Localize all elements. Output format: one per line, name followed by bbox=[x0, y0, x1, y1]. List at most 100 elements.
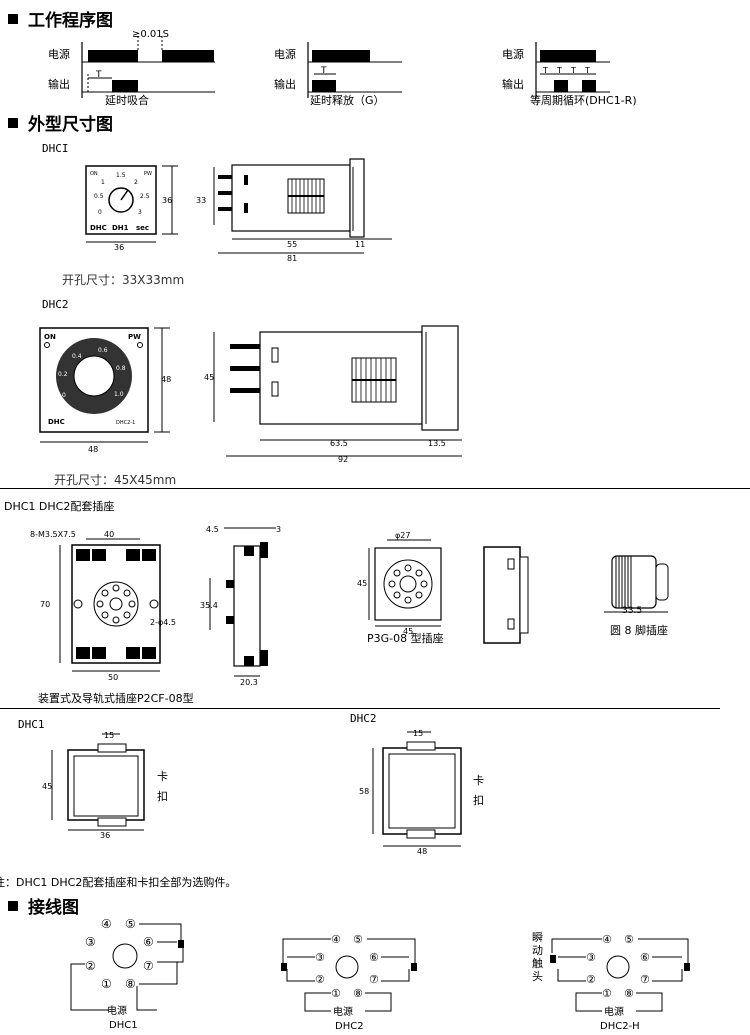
svg-text:输出: 输出 bbox=[274, 77, 296, 91]
output-pulse bbox=[312, 80, 336, 92]
svg-text:DHC: DHC bbox=[48, 418, 65, 426]
clip-dhc2-view: 15 58 48 bbox=[359, 729, 462, 854]
svg-text:⑦: ⑦ bbox=[640, 973, 650, 986]
svg-text:1.5: 1.5 bbox=[116, 172, 126, 179]
dial-knob bbox=[73, 355, 115, 397]
output-pulse bbox=[112, 80, 138, 92]
svg-text:①: ① bbox=[331, 987, 341, 1000]
dhc1-cutout-size: 开孔尺寸：33X33mm bbox=[62, 273, 185, 287]
p2cf-socket-top-view: 8-M3.5X7.5 40 70 2-φ4.5 50 bbox=[30, 530, 176, 682]
svg-text:sec: sec bbox=[136, 224, 149, 232]
svg-text:45: 45 bbox=[204, 373, 214, 382]
svg-text:T: T bbox=[542, 66, 548, 75]
dhc1-front-view: ON PW 0 0.5 1 1.5 2 2.5 3 DHC DH1 sec 36… bbox=[85, 165, 178, 252]
output-pulse bbox=[582, 80, 596, 92]
svg-text:3: 3 bbox=[138, 209, 142, 216]
svg-text:63.5: 63.5 bbox=[330, 439, 348, 448]
svg-text:35.4: 35.4 bbox=[200, 601, 218, 610]
svg-text:动: 动 bbox=[532, 944, 543, 957]
svg-text:3: 3 bbox=[276, 525, 281, 534]
svg-text:④: ④ bbox=[602, 933, 612, 946]
power-pulse bbox=[312, 50, 370, 62]
clip-label-kou: 扣 bbox=[473, 794, 484, 807]
timing-diagram-cycle: 电源 输出 T T T T 等周期循环(DHC1-R) bbox=[502, 42, 637, 107]
min-interval-label: ≥0.01S bbox=[132, 29, 169, 40]
square-bullet-icon bbox=[8, 118, 18, 128]
svg-text:ON: ON bbox=[44, 333, 56, 341]
svg-text:②: ② bbox=[85, 959, 96, 973]
section-header-dimensions: 外型尺寸图 bbox=[8, 110, 113, 135]
svg-text:0.2: 0.2 bbox=[58, 371, 68, 378]
svg-text:⑤: ⑤ bbox=[125, 917, 136, 931]
svg-text:电源: 电源 bbox=[502, 47, 524, 61]
clip-label-ka: 卡 bbox=[157, 770, 168, 783]
svg-text:0.6: 0.6 bbox=[98, 347, 108, 354]
section-header-program: 工作程序图 bbox=[8, 6, 113, 31]
svg-text:15: 15 bbox=[413, 729, 423, 738]
svg-text:48: 48 bbox=[417, 847, 427, 854]
svg-text:DHC1: DHC1 bbox=[109, 1020, 138, 1031]
round-8pin-socket-view bbox=[604, 555, 669, 613]
dhc2-side-view: 45 63.5 13.5 92 bbox=[204, 325, 462, 464]
svg-text:触: 触 bbox=[532, 956, 543, 970]
svg-text:⑤: ⑤ bbox=[624, 933, 634, 946]
optional-parts-note: 注：DHC1 DHC2配套插座和卡扣全部为选购件。 bbox=[0, 876, 237, 889]
timing-caption: 延时释放（G） bbox=[310, 93, 385, 107]
p2cf-socket-side-view: 4.5 3 35.4 20.3 bbox=[200, 525, 281, 687]
svg-text:②: ② bbox=[586, 973, 596, 986]
svg-text:③: ③ bbox=[586, 951, 596, 964]
svg-text:⑧: ⑧ bbox=[624, 987, 634, 1000]
svg-text:DHC: DHC bbox=[90, 224, 107, 232]
clip-label-ka: 卡 bbox=[473, 774, 484, 787]
divider bbox=[0, 488, 750, 489]
svg-text:13.5: 13.5 bbox=[428, 439, 446, 448]
svg-text:45: 45 bbox=[403, 627, 413, 636]
svg-text:⑧: ⑧ bbox=[125, 977, 136, 991]
timing-caption: 等周期循环(DHC1-R) bbox=[530, 93, 637, 107]
svg-text:2.5: 2.5 bbox=[140, 193, 150, 200]
square-bullet-icon bbox=[8, 901, 18, 911]
svg-text:瞬: 瞬 bbox=[532, 931, 543, 944]
svg-text:⑧: ⑧ bbox=[353, 987, 363, 1000]
svg-text:②: ② bbox=[315, 973, 325, 986]
svg-text:58: 58 bbox=[359, 787, 369, 796]
power-pulse bbox=[88, 50, 138, 62]
socket-title: DHC1 DHC2配套插座 bbox=[4, 500, 115, 513]
divider bbox=[0, 708, 720, 709]
svg-text:2-φ4.5: 2-φ4.5 bbox=[150, 618, 176, 627]
svg-text:40: 40 bbox=[104, 530, 114, 539]
svg-text:⑥: ⑥ bbox=[369, 951, 379, 964]
svg-text:81: 81 bbox=[287, 254, 297, 263]
svg-text:PW: PW bbox=[144, 171, 152, 177]
timing-diagram-delay-off: 电源 输出 T 延时释放（G） bbox=[274, 42, 402, 107]
svg-text:DHC2-1: DHC2-1 bbox=[116, 420, 135, 426]
svg-text:①: ① bbox=[101, 977, 112, 991]
p2cf-caption: 装置式及导轨式插座P2CF-08型 bbox=[38, 692, 194, 705]
svg-text:输出: 输出 bbox=[502, 77, 524, 91]
svg-text:48: 48 bbox=[161, 375, 171, 384]
dhc2-title: DHC2 bbox=[42, 298, 69, 311]
svg-text:50: 50 bbox=[108, 673, 118, 682]
svg-text:DHC2-H: DHC2-H bbox=[600, 1021, 640, 1032]
clip-dhc1-view: 15 45 36 bbox=[42, 731, 145, 840]
svg-text:T: T bbox=[570, 66, 576, 75]
square-bullet-icon bbox=[8, 14, 18, 24]
dhc2h-wiring-diagram: 瞬 动 触 头 ④ ⑤ ③ ⑥ ② ⑦ ① ⑧ 电源 DHC2-H bbox=[532, 931, 690, 1032]
output-label: 输出 bbox=[48, 77, 70, 91]
svg-text:33: 33 bbox=[196, 196, 206, 205]
svg-text:T: T bbox=[556, 66, 562, 75]
svg-text:⑤: ⑤ bbox=[353, 933, 363, 946]
svg-text:T: T bbox=[584, 66, 590, 75]
svg-text:1: 1 bbox=[101, 179, 105, 186]
timing-caption: 延时吸合 bbox=[105, 93, 149, 107]
svg-text:8-M3.5X7.5: 8-M3.5X7.5 bbox=[30, 530, 76, 539]
power-pulse bbox=[162, 50, 214, 62]
svg-text:⑦: ⑦ bbox=[369, 973, 379, 986]
svg-text:0: 0 bbox=[62, 392, 66, 399]
dhc2-cutout-size: 开孔尺寸：45X45mm bbox=[54, 473, 177, 487]
p3g-socket-view: φ27 45 45 bbox=[357, 531, 442, 636]
svg-text:20.3: 20.3 bbox=[240, 678, 258, 687]
svg-text:15: 15 bbox=[104, 731, 114, 740]
dhc1-side-view: 33 55 11 81 bbox=[196, 158, 392, 263]
dhc2-front-view: ON PW 0 0.2 0.4 0.6 0.8 1.0 DHC DHC2-1 4… bbox=[39, 327, 171, 454]
